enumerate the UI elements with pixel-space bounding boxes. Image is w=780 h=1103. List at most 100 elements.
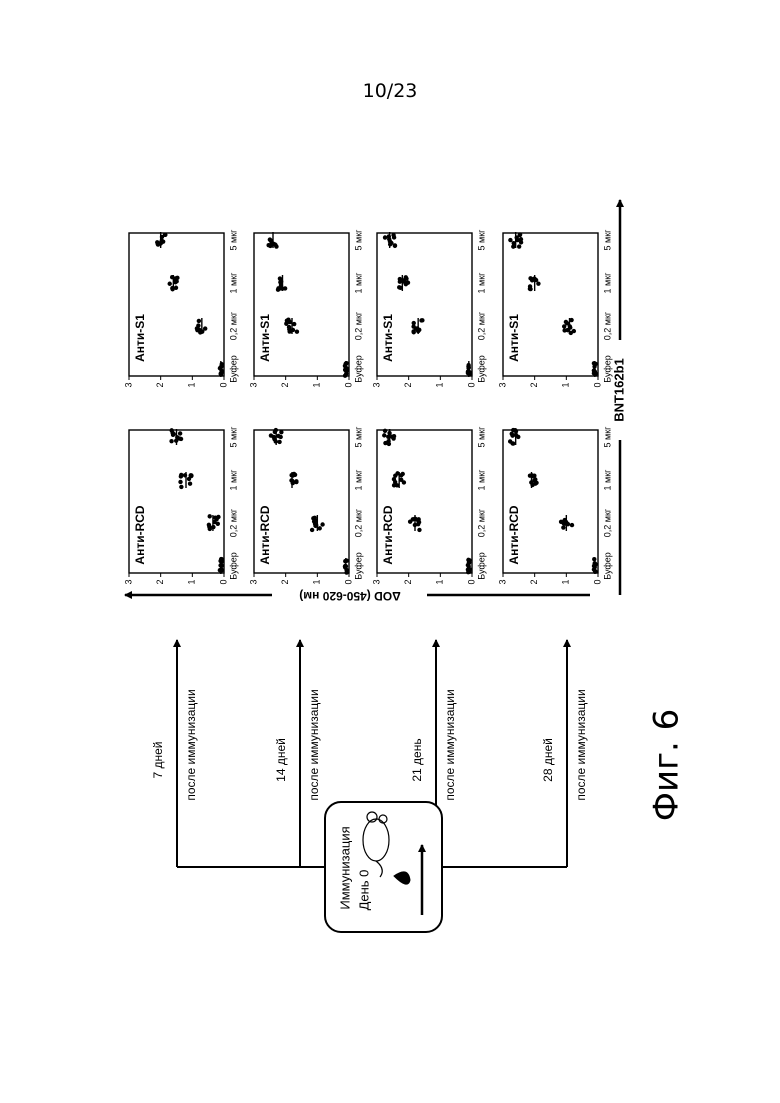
y-tick-label: 2 (155, 579, 165, 584)
panel-title: Анти-S1 (381, 314, 395, 362)
data-point (417, 520, 421, 524)
y-tick-label: 0 (343, 579, 353, 584)
y-tick-label: 0 (218, 579, 228, 584)
panel-title: Анти-S1 (133, 314, 147, 362)
y-tick-label: 1 (187, 579, 197, 584)
data-point (562, 324, 566, 328)
panel: 0123Буфер0,2 мкг1 мкг5 мкгАнти-RCD (123, 426, 238, 585)
panel: 0123Буфер0,2 мкг1 мкг5 мкгАнти-RCD (248, 426, 363, 585)
data-point (414, 326, 418, 330)
panel-title: Анти-S1 (258, 314, 272, 362)
category-label: 5 мкг (602, 426, 612, 448)
data-point (519, 240, 523, 244)
y-tick-label: 3 (123, 382, 133, 387)
data-point (318, 526, 322, 530)
data-point (592, 564, 596, 568)
y-tick-label: 1 (312, 382, 322, 387)
category-label: 5 мкг (228, 229, 238, 251)
y-tick-label: 3 (497, 579, 507, 584)
panel: 0123Буфер0,2 мкг1 мкг5 мкгАнти-S1 (371, 229, 486, 388)
data-point (310, 528, 314, 532)
y-tick-label: 3 (123, 579, 133, 584)
data-point (532, 474, 536, 478)
data-point (570, 523, 574, 527)
category-label: 1 мкг (476, 272, 486, 294)
y-tick-label: 1 (561, 382, 571, 387)
category-label: 0,2 мкг (602, 311, 612, 340)
data-point (179, 485, 183, 489)
data-point (175, 435, 179, 439)
data-point (295, 330, 299, 334)
data-point (279, 430, 283, 434)
data-point (197, 319, 201, 323)
data-point (294, 480, 298, 484)
y-tick-label: 1 (312, 579, 322, 584)
immunization-day: День 0 (356, 870, 371, 911)
category-label: 5 мкг (228, 426, 238, 448)
data-point (286, 317, 290, 321)
data-point (344, 570, 348, 574)
category-label: 1 мкг (353, 469, 363, 491)
y-tick-label: 3 (371, 579, 381, 584)
data-point (412, 321, 416, 325)
y-tick-label: 2 (403, 382, 413, 387)
category-label: Буфер (476, 355, 486, 383)
panel-title: Анти-RCD (507, 505, 521, 564)
y-tick-label: 0 (466, 382, 476, 387)
data-point (382, 433, 386, 437)
data-point (312, 516, 316, 520)
category-label: 5 мкг (476, 426, 486, 448)
data-point (517, 244, 521, 248)
data-point (392, 235, 396, 239)
data-point (398, 279, 402, 283)
figure-caption: Фиг. 6 (647, 709, 687, 821)
category-label: 1 мкг (228, 272, 238, 294)
timepoint-days-label: 14 дней (274, 738, 288, 782)
data-point (188, 482, 192, 486)
y-tick-label: 0 (592, 382, 602, 387)
category-label: 0,2 мкг (228, 508, 238, 537)
data-point (387, 442, 391, 446)
data-point (163, 233, 167, 237)
category-label: 0,2 мкг (476, 311, 486, 340)
category-label: 1 мкг (228, 469, 238, 491)
category-label: 5 мкг (353, 426, 363, 448)
panel: 0123Буфер0,2 мкг1 мкг5 мкгАнти-S1 (497, 229, 612, 388)
y-tick-label: 1 (561, 579, 571, 584)
data-point (320, 522, 324, 526)
category-label: 5 мкг (353, 229, 363, 251)
data-point (404, 276, 408, 280)
data-point (383, 235, 387, 239)
y-tick-label: 2 (529, 382, 539, 387)
data-point (391, 436, 395, 440)
data-point (518, 232, 522, 236)
data-point (343, 374, 347, 378)
data-point (214, 517, 218, 521)
immunization-title: Иммунизация (337, 826, 352, 909)
data-point (196, 323, 200, 327)
category-label: 1 мкг (602, 272, 612, 294)
category-label: 1 мкг (602, 469, 612, 491)
data-point (287, 325, 291, 329)
data-point (420, 318, 424, 322)
data-point (178, 480, 182, 484)
panel: 0123Буфер0,2 мкг1 мкг5 мкгАнти-S1 (248, 229, 363, 388)
data-point (383, 429, 387, 433)
y-tick-label: 1 (187, 382, 197, 387)
data-point (178, 431, 182, 435)
category-label: Буфер (602, 552, 612, 580)
timepoint-days-label: 28 дней (541, 738, 555, 782)
y-tick-label: 2 (280, 382, 290, 387)
data-point (274, 244, 278, 248)
panel-title: Анти-S1 (507, 314, 521, 362)
y-tick-label: 3 (248, 579, 258, 584)
y-tick-label: 2 (280, 579, 290, 584)
category-label: 1 мкг (353, 272, 363, 294)
data-point (393, 244, 397, 248)
timepoint-days-label: 7 дней (151, 741, 165, 778)
y-tick-label: 0 (466, 579, 476, 584)
y-tick-label: 2 (529, 579, 539, 584)
data-point (172, 432, 176, 436)
data-point (276, 287, 280, 291)
